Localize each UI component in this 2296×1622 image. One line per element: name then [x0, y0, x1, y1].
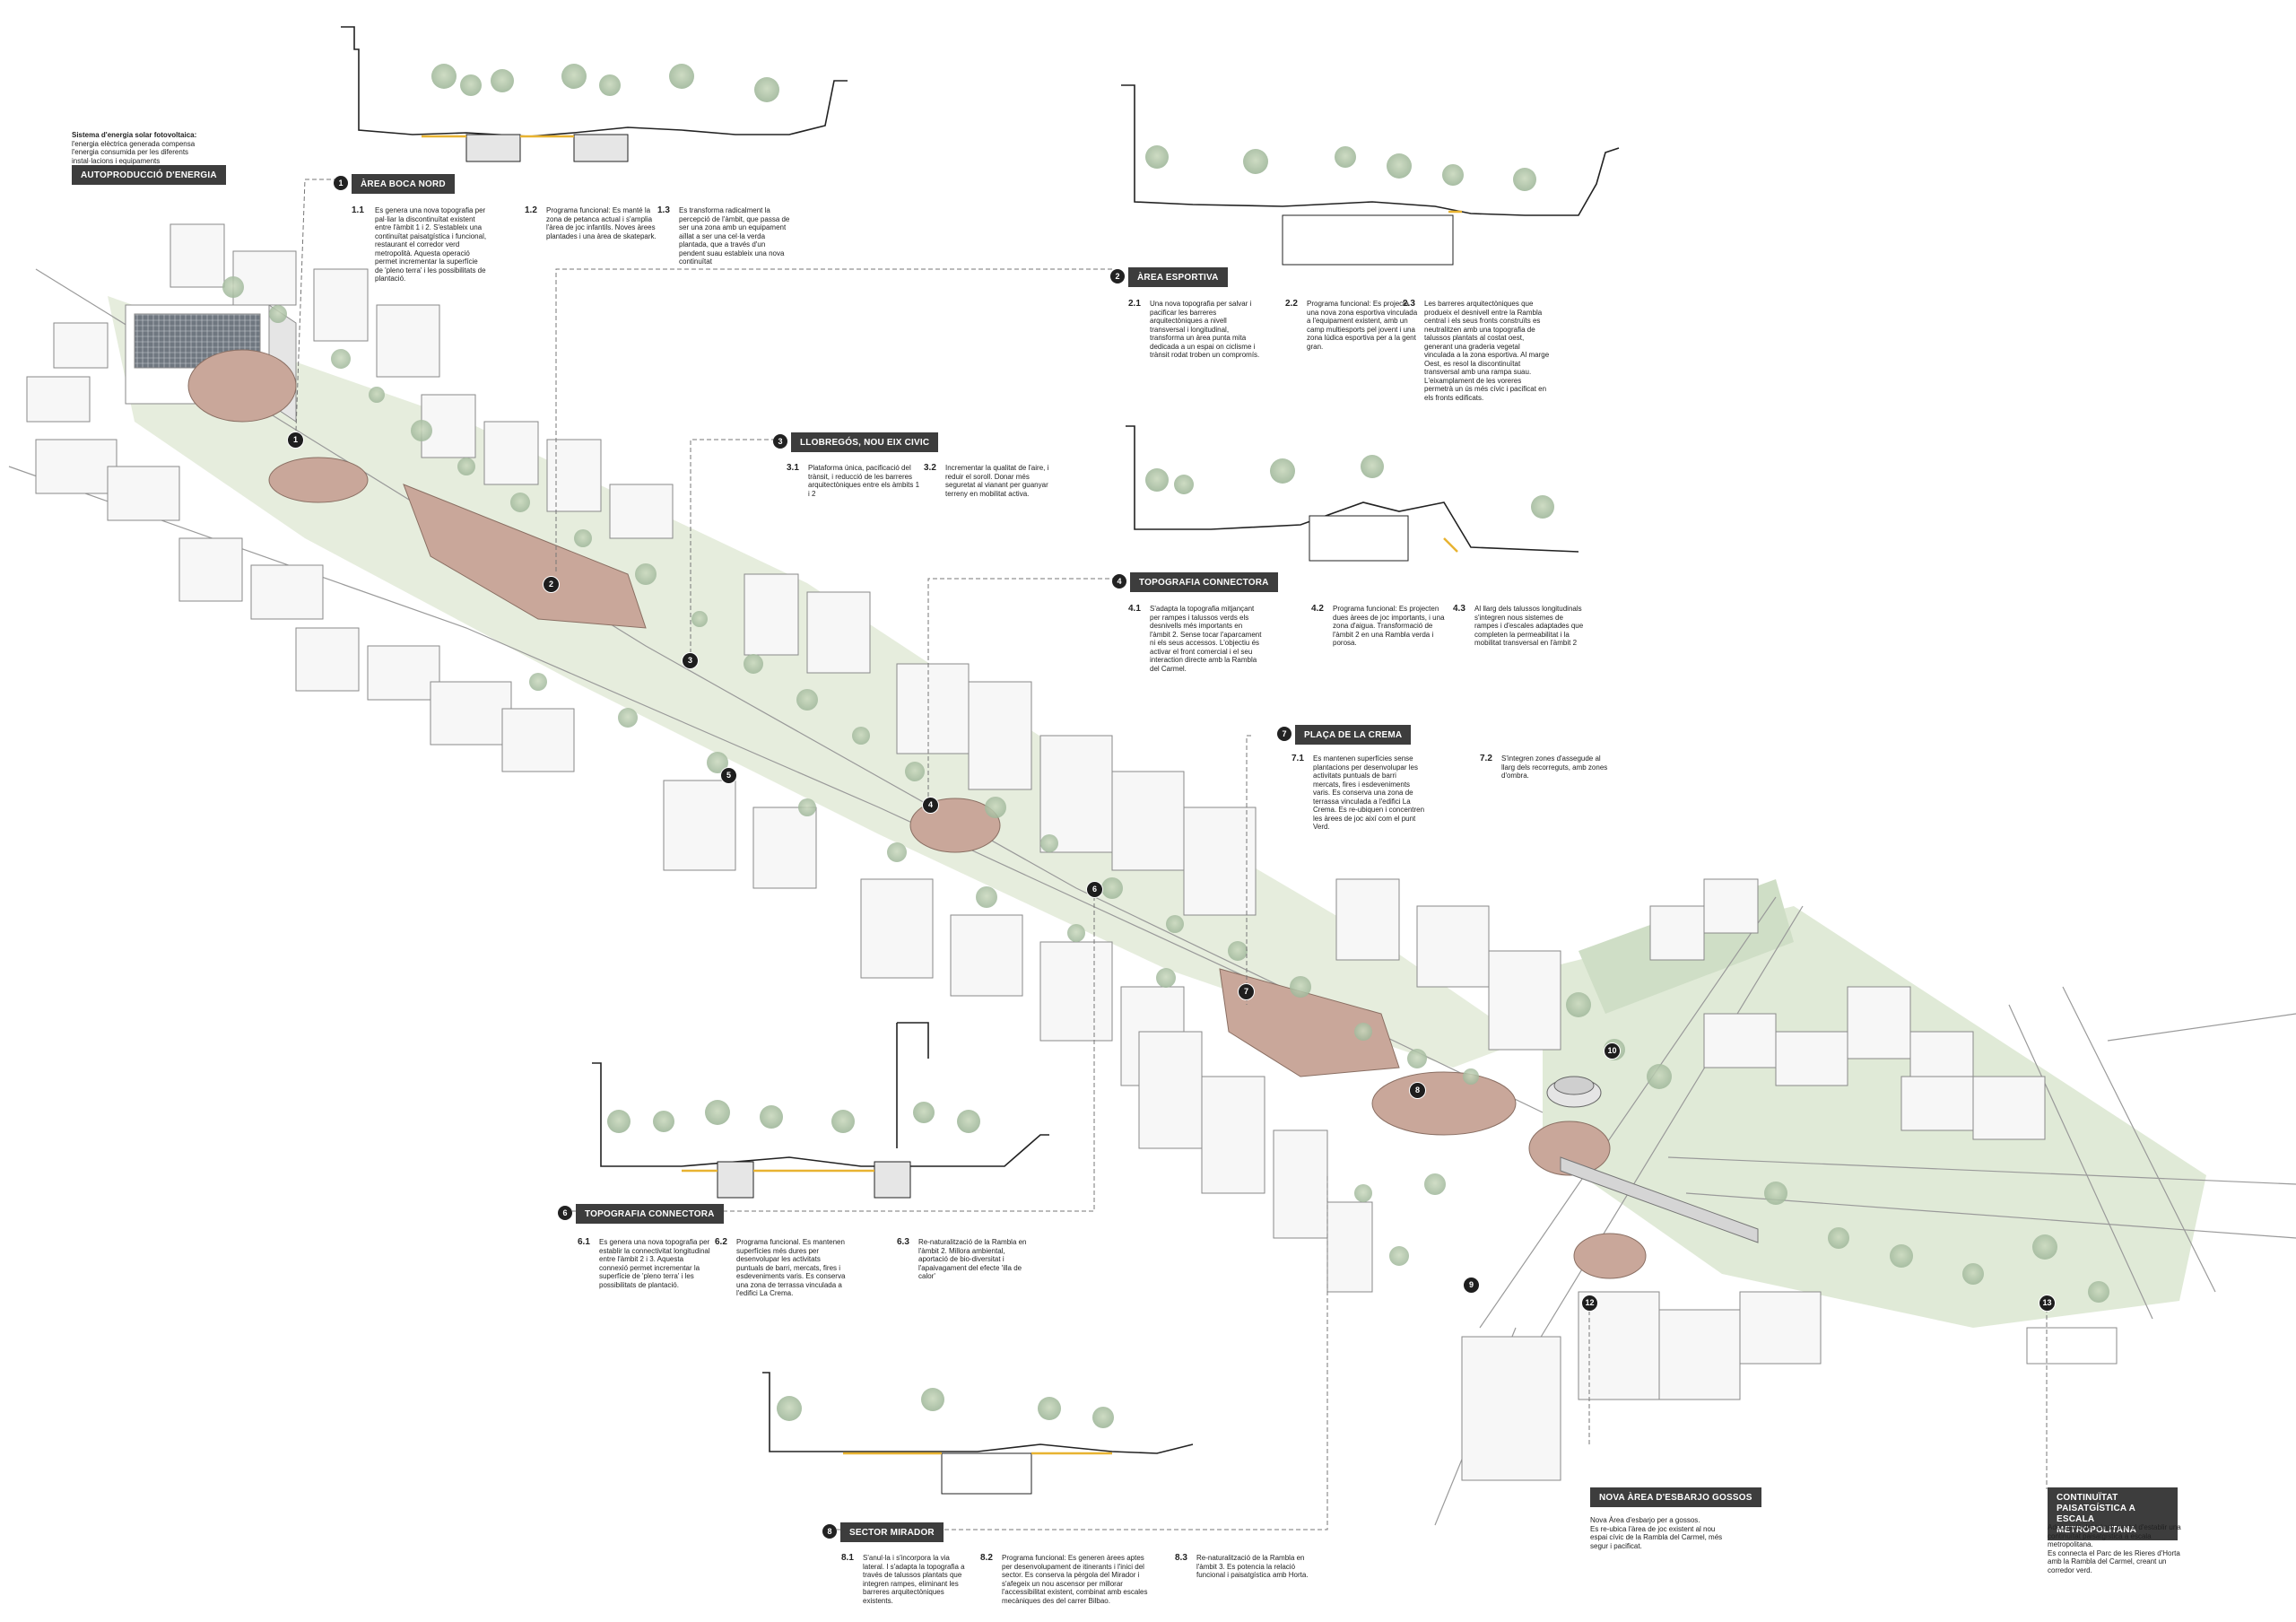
note-3-2-number: 3.2 — [924, 463, 936, 473]
plan-marker-5: 5 — [720, 767, 737, 784]
dog-area-text: Nova Àrea d'esbarjo per a gossos. Es re-… — [1590, 1516, 1725, 1550]
note-8-1-text: S'anul·la i s'incorpora la via lateral. … — [863, 1554, 965, 1605]
note-8-3-number: 8.3 — [1175, 1553, 1187, 1563]
note-4-2-number: 4.2 — [1311, 604, 1324, 614]
note-6-3-number: 6.3 — [897, 1237, 909, 1247]
section-8-title: SECTOR MIRADOR — [840, 1522, 944, 1542]
note-2-3-number: 2.3 — [1403, 299, 1415, 309]
section-1-title: ÀREA BOCA NORD — [352, 174, 455, 194]
plan-marker-4: 4 — [922, 797, 939, 814]
note-4-1-number: 4.1 — [1128, 604, 1141, 614]
note-1-3-number: 1.3 — [657, 205, 670, 215]
plan-marker-7: 7 — [1238, 983, 1255, 1000]
note-8-2-number: 8.2 — [980, 1553, 993, 1563]
section-7-title: PLAÇA DE LA CREMA — [1295, 725, 1412, 745]
note-6-1-number: 6.1 — [578, 1237, 590, 1247]
dog-area-body: Es re-ubica l'àrea de joc existent al no… — [1590, 1524, 1723, 1550]
plan-marker-8: 8 — [1409, 1082, 1426, 1099]
plan-marker-10: 10 — [1604, 1042, 1621, 1060]
note-3-1-number: 3.1 — [787, 463, 799, 473]
note-2-1-text: Una nova topografia per salvar i pacific… — [1150, 300, 1260, 359]
section-6-title: TOPOGRAFIA CONNECTORA — [576, 1204, 724, 1224]
plan-marker-2: 2 — [543, 576, 560, 593]
metro-text: Adequació del trànsit per tal d'establir… — [2048, 1523, 2182, 1574]
plan-marker-9: 9 — [1463, 1277, 1480, 1294]
energy-note-title: Sistema d'energia solar fotovoltaica: — [72, 131, 197, 139]
plan-marker-1: 1 — [287, 432, 304, 449]
section-6-number: 6 — [558, 1206, 572, 1220]
note-1-3-text: Es transforma radicalment la percepció d… — [679, 206, 790, 266]
section-4-title: TOPOGRAFIA CONNECTORA — [1130, 572, 1278, 592]
section-4-number: 4 — [1112, 574, 1126, 589]
energy-tag: AUTOPRODUCCIÓ D'ENERGIA — [72, 165, 226, 185]
metro-body: Es connecta el Parc de les Rieres d'Hort… — [2048, 1548, 2180, 1574]
note-4-1-text: S'adapta la topografia mitjançant per ra… — [1150, 605, 1262, 673]
energy-note: Sistema d'energia solar fotovoltaica: l'… — [72, 131, 206, 165]
note-7-1-number: 7.1 — [1292, 754, 1304, 763]
note-8-2-text: Programa funcional: Es generen àrees apt… — [1002, 1554, 1148, 1605]
note-8-1-number: 8.1 — [841, 1553, 854, 1563]
note-1-2-text: Programa funcional: Es manté la zona de … — [546, 206, 657, 240]
plan-marker-3: 3 — [682, 652, 699, 669]
plan-marker-12: 12 — [1581, 1295, 1598, 1312]
note-1-1-text: Es genera una nova topografia per pal·li… — [375, 206, 487, 283]
section-1-number: 1 — [334, 176, 348, 190]
section-7-number: 7 — [1277, 727, 1292, 741]
energy-note-body: l'energia elèctrica generada compensa l'… — [72, 139, 196, 165]
note-3-2-text: Incrementar la qualitat de l'aire, i red… — [945, 464, 1049, 498]
note-6-2-number: 6.2 — [715, 1237, 727, 1247]
dog-area-title: NOVA ÀREA D'ESBARJO GOSSOS — [1590, 1487, 1761, 1507]
note-7-2-text: S'integren zones d'assegude al llarg del… — [1501, 754, 1608, 780]
dog-area-lead: Nova Àrea d'esbarjo per a gossos. — [1590, 1516, 1700, 1524]
section-3-title: LLOBREGÓS, NOU EIX CIVIC — [791, 432, 939, 452]
note-7-2-number: 7.2 — [1480, 754, 1492, 763]
note-7-1-text: Es mantenen superfícies sense plantacion… — [1313, 754, 1425, 831]
note-1-1-number: 1.1 — [352, 205, 364, 215]
note-6-2-text: Programa funcional. Es mantenen superfíc… — [736, 1238, 846, 1297]
section-8-number: 8 — [822, 1524, 837, 1539]
plan-marker-6: 6 — [1086, 881, 1103, 898]
section-2-number: 2 — [1110, 269, 1125, 283]
note-1-2-number: 1.2 — [525, 205, 537, 215]
note-6-1-text: Es genera una nova topografia per establ… — [599, 1238, 710, 1289]
note-3-1-text: Plataforma única, pacificació del trànsi… — [808, 464, 920, 498]
note-6-3-text: Re-naturalització de la Rambla en l'àmbi… — [918, 1238, 1027, 1280]
note-4-2-text: Programa funcional: Es projecten dues àr… — [1333, 605, 1445, 647]
note-2-1-number: 2.1 — [1128, 299, 1141, 309]
note-4-3-text: Al llarg dels talussos longitudinals s'i… — [1474, 605, 1584, 647]
metro-title: CONTINUÏTAT PAISATGÍSTICA A ESCALA METRO… — [2048, 1487, 2178, 1540]
note-2-2-text: Programa funcional: Es projecta una nova… — [1307, 300, 1418, 351]
metro-lead: Adequació del trànsit per tal d'establir… — [2048, 1523, 2181, 1548]
note-2-3-text: Les barreres arquitectòniques que produe… — [1424, 300, 1550, 402]
note-2-2-number: 2.2 — [1285, 299, 1298, 309]
section-3-number: 3 — [773, 434, 787, 449]
plan-marker-13: 13 — [2039, 1295, 2056, 1312]
note-8-3-text: Re-naturalització de la Rambla en l'àmbi… — [1196, 1554, 1309, 1579]
note-4-3-number: 4.3 — [1453, 604, 1465, 614]
section-2-title: ÀREA ESPORTIVA — [1128, 267, 1228, 287]
